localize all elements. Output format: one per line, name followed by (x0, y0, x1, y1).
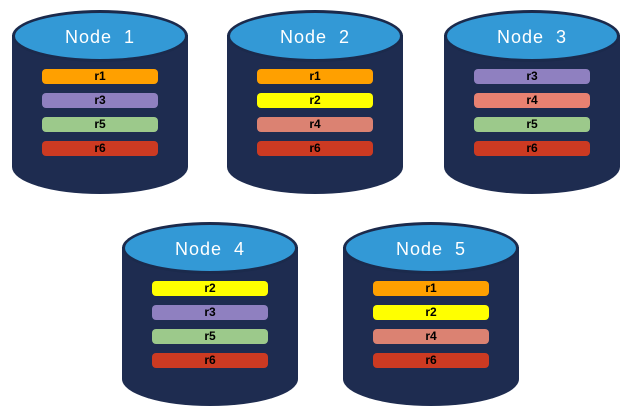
node-title: Node 5 (395, 238, 467, 259)
node-cylinder-2: Node 2 r1 r2 r4 r6 (227, 10, 403, 194)
replica-bar: r1 (257, 69, 373, 84)
replica-bar-list: r2 r3 r5 r6 (152, 281, 268, 368)
replica-bar: r6 (152, 353, 268, 368)
replica-bar: r5 (42, 117, 158, 132)
cylinder-top: Node 1 (12, 10, 188, 62)
node-cylinder-1: Node 1 r1 r3 r5 r6 (12, 10, 188, 194)
replica-bar: r4 (373, 329, 489, 344)
replica-bar-list: r1 r3 r5 r6 (42, 69, 158, 156)
replica-bar-list: r1 r2 r4 r6 (257, 69, 373, 156)
cylinder-top: Node 2 (227, 10, 403, 62)
replica-bar: r6 (42, 141, 158, 156)
replica-bar: r5 (152, 329, 268, 344)
replica-bar: r6 (474, 141, 590, 156)
node-cylinder-5: Node 5 r1 r2 r4 r6 (343, 222, 519, 406)
node-title: Node 3 (496, 26, 568, 47)
replica-bar: r5 (474, 117, 590, 132)
replica-bar: r3 (152, 305, 268, 320)
replica-bar: r4 (474, 93, 590, 108)
replica-bar: r1 (42, 69, 158, 84)
replica-bar: r3 (474, 69, 590, 84)
node-title: Node 1 (64, 26, 136, 47)
cylinder-top: Node 4 (122, 222, 298, 274)
replica-bar: r2 (257, 93, 373, 108)
node-title: Node 2 (279, 26, 351, 47)
replica-bar: r3 (42, 93, 158, 108)
replica-bar: r2 (373, 305, 489, 320)
node-title: Node 4 (174, 238, 246, 259)
node-cylinder-4: Node 4 r2 r3 r5 r6 (122, 222, 298, 406)
node-cylinder-3: Node 3 r3 r4 r5 r6 (444, 10, 620, 194)
cylinder-top: Node 3 (444, 10, 620, 62)
replica-bar: r4 (257, 117, 373, 132)
cylinder-top: Node 5 (343, 222, 519, 274)
replica-bar: r1 (373, 281, 489, 296)
replica-bar-list: r1 r2 r4 r6 (373, 281, 489, 368)
replica-bar: r6 (257, 141, 373, 156)
replica-bar: r6 (373, 353, 489, 368)
replica-bar-list: r3 r4 r5 r6 (474, 69, 590, 156)
replica-bar: r2 (152, 281, 268, 296)
